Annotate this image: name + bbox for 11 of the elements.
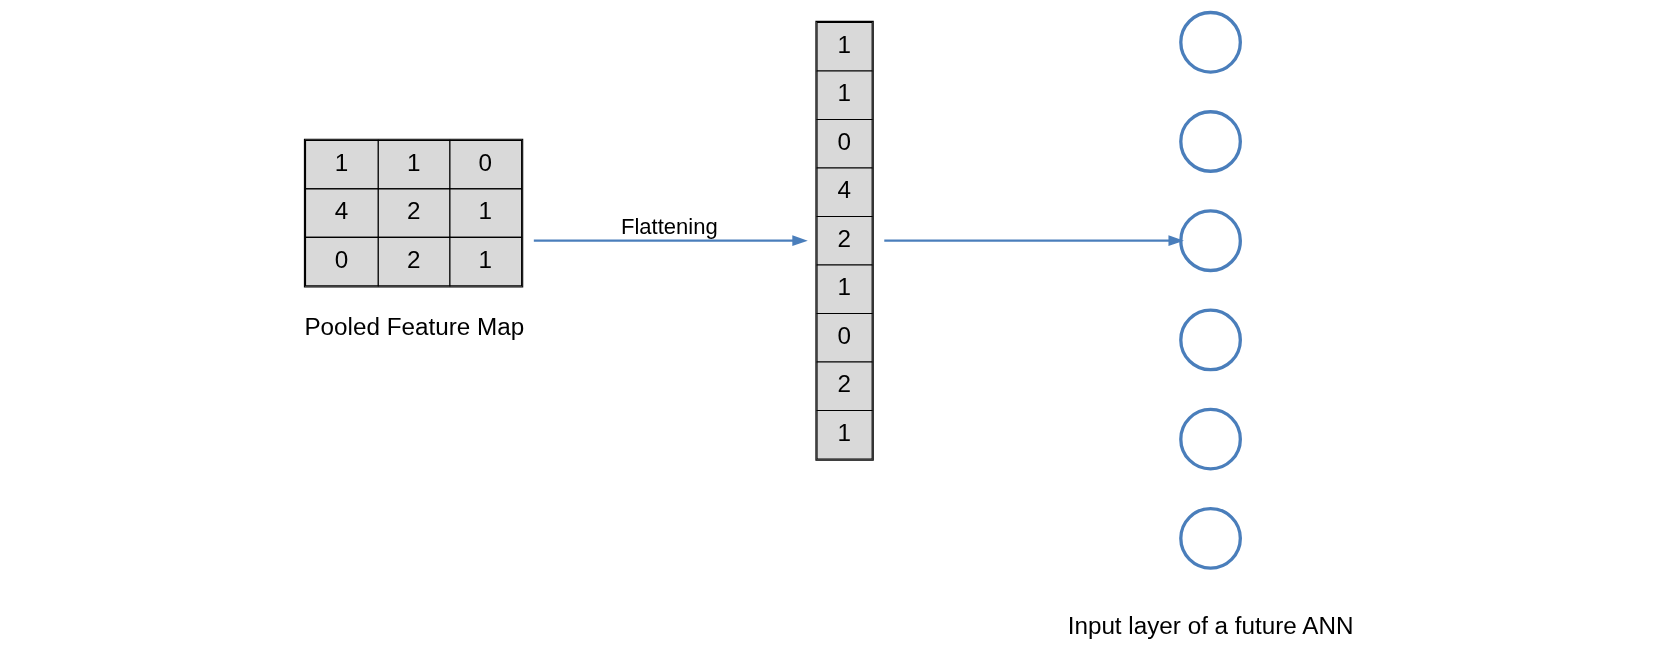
node-circle (1179, 110, 1242, 173)
node-label: Pooled Feature Map (304, 313, 525, 341)
arrow (533, 235, 808, 247)
node-circle (1179, 308, 1242, 372)
node-circle (1179, 407, 1242, 471)
label: Input layer of a future ANN (1067, 611, 1354, 639)
node-circle (1179, 10, 1242, 74)
node-circle (1179, 506, 1242, 570)
node-circle (1179, 209, 1242, 273)
edge-label: Flattening (620, 214, 718, 240)
arrow (884, 235, 1184, 247)
